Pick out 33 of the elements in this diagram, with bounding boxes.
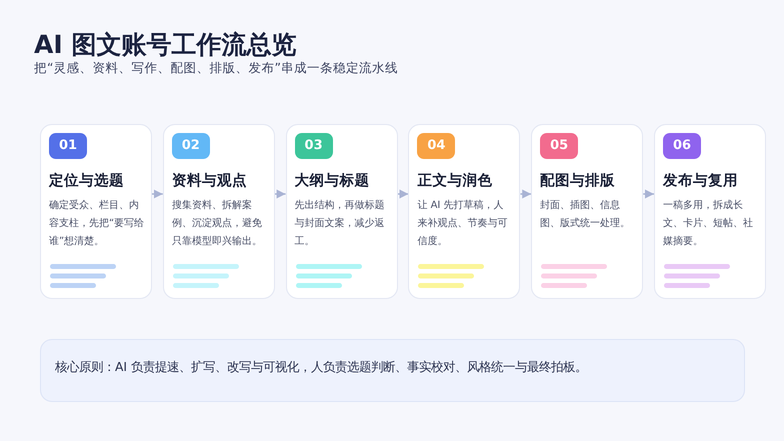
arrow: [274, 190, 286, 198]
arrow: [398, 190, 408, 198]
step-title: 定位与选题: [49, 172, 124, 190]
step-title: 大纲与标题: [294, 172, 370, 190]
step-title: 正文与润色: [417, 172, 492, 190]
arrow: [520, 190, 532, 198]
step-number: 03: [294, 133, 333, 159]
step-number: 05: [540, 133, 578, 159]
step-card: [162, 124, 275, 299]
subtitle: 把“灵感、资料、写作、配图、排版、发布”串成一条稳定流水线: [34, 60, 398, 77]
step-description: 一稿多用，拆成长文、卡片、短帖、社媒摘要。: [663, 198, 754, 249]
step-description: 先出结构，再做标题与封面文案，减少返工。: [294, 198, 386, 249]
title: AI 图文账号工作流总览: [34, 29, 296, 61]
step-number: 06: [663, 133, 701, 159]
step-number: 02: [172, 133, 210, 159]
step-card: [408, 124, 520, 299]
step-description: 封面、插图、信息图、版式统一处理。: [540, 198, 632, 231]
step-description: 让 AI 先打草稿，人来补观点、节奏与可信度。: [417, 198, 508, 249]
arrow: [643, 190, 654, 198]
step-number: 01: [49, 133, 87, 159]
step-card: [286, 124, 398, 299]
arrow: [152, 190, 163, 198]
step-description: 搜集资料、拆解案例、沉淀观点，避免只靠模型即兴输出。: [172, 198, 263, 249]
step-card: [531, 124, 644, 299]
step-card: [40, 124, 152, 299]
step-description: 确定受众、栏目、内容支柱，先把“要写给谁”想清楚。: [49, 198, 145, 249]
step-title: 发布与复用: [663, 172, 738, 190]
step-card: [654, 124, 766, 299]
step-title: 资料与观点: [172, 172, 247, 190]
step-number: 04: [417, 133, 456, 159]
principle-panel: [40, 339, 745, 402]
principle-text: 核心原则：AI 负责提速、扩写、改写与可视化，人负责选题判断、事实校对、风格统一与最终拍板。: [55, 359, 587, 376]
step-title: 配图与排版: [540, 172, 616, 190]
